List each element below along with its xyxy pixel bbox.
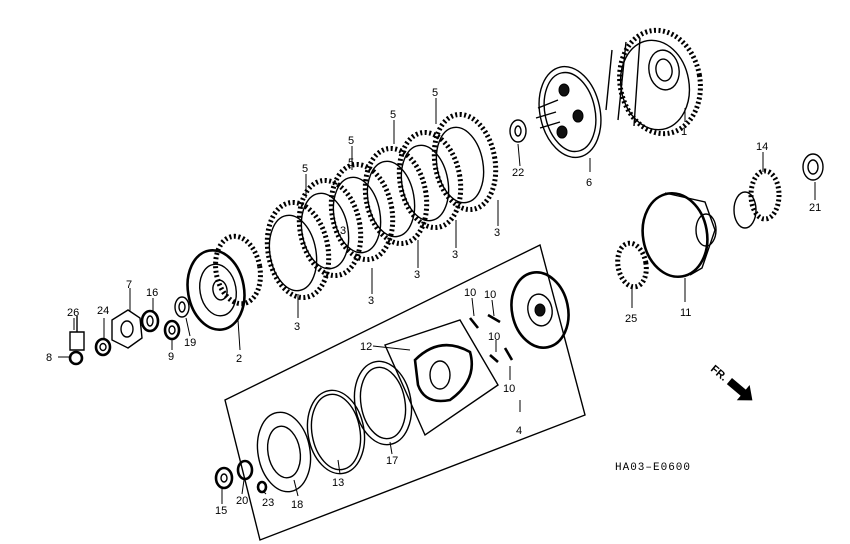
- label-22: 22: [512, 167, 524, 179]
- outer-clutch-housing: [605, 27, 703, 137]
- shim-13: [306, 389, 366, 475]
- label-4: 4: [516, 425, 522, 437]
- clutch-plate-stack: [264, 111, 499, 301]
- washer-21: [802, 153, 824, 181]
- thrust-washer-22: [509, 119, 527, 143]
- label-23: 23: [262, 497, 274, 509]
- label-15: 15: [215, 505, 227, 517]
- washer-20: [236, 459, 254, 481]
- nut-15: [214, 466, 234, 490]
- label-3f: 3: [340, 225, 346, 237]
- clutch-assembly-frame-4: [224, 243, 586, 541]
- label-3c: 3: [414, 269, 420, 281]
- springs-10: [468, 313, 514, 363]
- nut-8: [68, 350, 84, 366]
- label-5e: 5: [348, 157, 354, 169]
- primary-drive-gear-14: [733, 168, 782, 229]
- diagram-code: HA03–E0600: [615, 462, 691, 474]
- label-10c: 10: [488, 331, 500, 343]
- label-2: 2: [236, 353, 242, 365]
- label-1: 1: [681, 126, 687, 138]
- front-marker-text: FR.: [708, 363, 729, 384]
- label-5b: 5: [348, 135, 354, 147]
- label-20: 20: [236, 495, 248, 507]
- one-way-clutch-25: [615, 240, 649, 290]
- clutch-drum-11: [641, 191, 717, 279]
- label-3e: 3: [494, 227, 500, 239]
- bolt-26: [69, 316, 85, 351]
- label-26: 26: [67, 307, 79, 319]
- label-10a: 10: [464, 287, 476, 299]
- clutch-weight-12: [413, 343, 474, 403]
- drive-plate-assembly: [510, 271, 570, 349]
- leader-lines: [58, 98, 816, 504]
- clutch-pressure-plate: [186, 233, 263, 331]
- label-21: 21: [809, 202, 821, 214]
- label-17: 17: [386, 455, 398, 467]
- bolt-23: [256, 480, 268, 494]
- label-10b: 10: [484, 289, 496, 301]
- bearing-9: [163, 319, 181, 341]
- label-7: 7: [126, 279, 132, 291]
- label-3d: 3: [452, 249, 458, 261]
- label-10d: 10: [503, 383, 515, 395]
- label-14: 14: [756, 141, 768, 153]
- label-9: 9: [168, 351, 174, 363]
- label-5a: 5: [302, 163, 308, 175]
- lifter-plate-7: [111, 309, 143, 349]
- front-direction-marker: FR.: [708, 363, 753, 401]
- washer-19: [174, 296, 190, 318]
- label-25: 25: [625, 313, 637, 325]
- label-24: 24: [97, 305, 109, 317]
- friction-plate-17: [353, 360, 413, 446]
- label-19: 19: [184, 337, 196, 349]
- label-6: 6: [586, 177, 592, 189]
- bearing-24: [94, 337, 112, 357]
- label-11: 11: [680, 307, 691, 319]
- label-3b: 3: [368, 295, 374, 307]
- label-12: 12: [360, 341, 372, 353]
- label-3a: 3: [294, 321, 300, 333]
- label-13: 13: [332, 477, 344, 489]
- front-arrow-icon: [726, 378, 753, 401]
- bearing-16: [140, 309, 160, 333]
- part-number-labels: 1 2 3 3 3 3 3 3 4 5 5 5 5 5 6 7 8 9 10 1…: [46, 87, 821, 517]
- label-16: 16: [146, 287, 158, 299]
- plate-18: [256, 411, 312, 493]
- clutch-center: [535, 65, 602, 159]
- label-5c: 5: [390, 109, 396, 121]
- label-5d: 5: [432, 87, 438, 99]
- label-18: 18: [291, 499, 303, 511]
- label-8: 8: [46, 352, 52, 364]
